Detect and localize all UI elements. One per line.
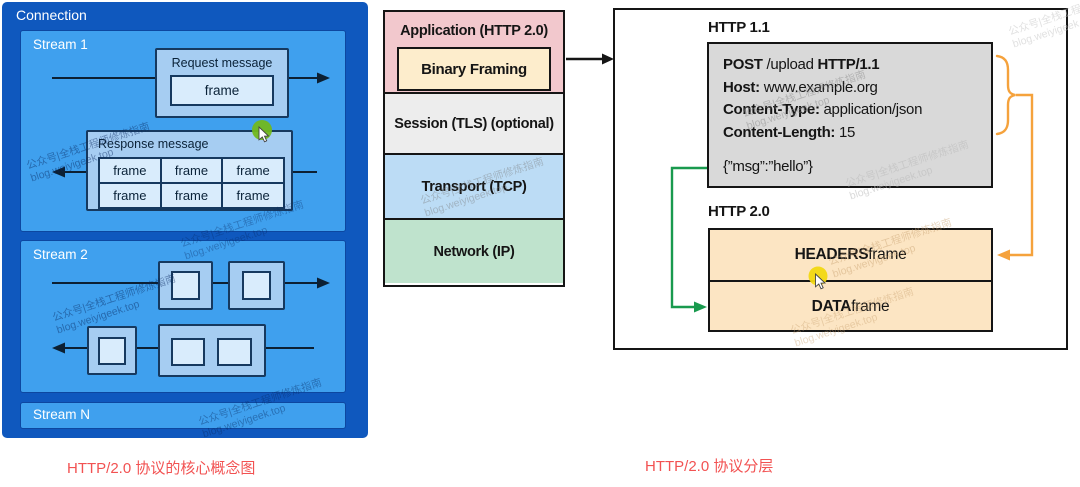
response-frame-cell: frame [100, 184, 160, 207]
stream2-frame-inner [217, 338, 252, 366]
http11-request-box: POST /upload HTTP/1.1 Host: www.example.… [707, 42, 993, 188]
response-frame-grid: frame frame frame frame frame frame [98, 157, 285, 209]
stream2-frame-inner [242, 271, 271, 300]
connection-title: Connection [16, 7, 87, 23]
stream-1-label: Stream 1 [33, 37, 88, 52]
response-frame-cell: frame [223, 159, 283, 182]
request-message-label: Request message [171, 56, 273, 70]
stream2-frame-box [228, 261, 285, 310]
response-frame-cell: frame [161, 184, 222, 207]
http11-title: HTTP 1.1 [708, 19, 770, 36]
stream2-frame-box [158, 324, 266, 377]
stream2-frame-inner [171, 338, 205, 366]
stack-layer-session: Session (TLS) (optional) [385, 94, 563, 155]
stream2-frame-inner [171, 271, 200, 300]
stream2-frame-inner [98, 337, 126, 365]
stream2-frame-box [87, 326, 137, 375]
response-frame-cell: frame [161, 159, 222, 182]
http20-title: HTTP 2.0 [708, 203, 770, 220]
http11-request-line: POST /upload HTTP/1.1 [723, 56, 880, 73]
stream-n-panel: Stream N [20, 402, 346, 429]
http11-request-line: Content-Length: 15 [723, 123, 856, 141]
response-frame-cell: frame [223, 184, 283, 207]
http11-request-body: {”msg”:”hello”} [723, 158, 813, 175]
request-frame-box: frame [170, 75, 274, 106]
stream-2-label: Stream 2 [33, 247, 88, 262]
response-message-box: Response message frame frame frame frame… [86, 130, 293, 211]
response-message-label: Response message [98, 137, 209, 151]
stream2-frame-box [158, 261, 213, 310]
response-frame-cell: frame [100, 159, 160, 182]
left-caption: HTTP/2.0 协议的核心概念图 [67, 460, 256, 477]
http20-frames-box: HEADERS frame DATA frame [708, 228, 993, 332]
stack-layer-binary-framing: Binary Framing [397, 47, 551, 91]
data-frame-row: DATA frame [811, 297, 890, 315]
stack-layer-network: Network (IP) [385, 220, 563, 283]
stack-layer-transport: Transport (TCP) [385, 155, 563, 220]
http11-request-line: Host: www.example.org [723, 78, 878, 96]
request-message-box: Request message frame [155, 48, 289, 118]
headers-frame-row: HEADERS frame [710, 230, 991, 282]
stream-n-label: Stream N [33, 407, 91, 422]
right-caption: HTTP/2.0 协议分层 [645, 458, 774, 475]
http11-request-line: Content-Type: application/json [723, 101, 923, 118]
